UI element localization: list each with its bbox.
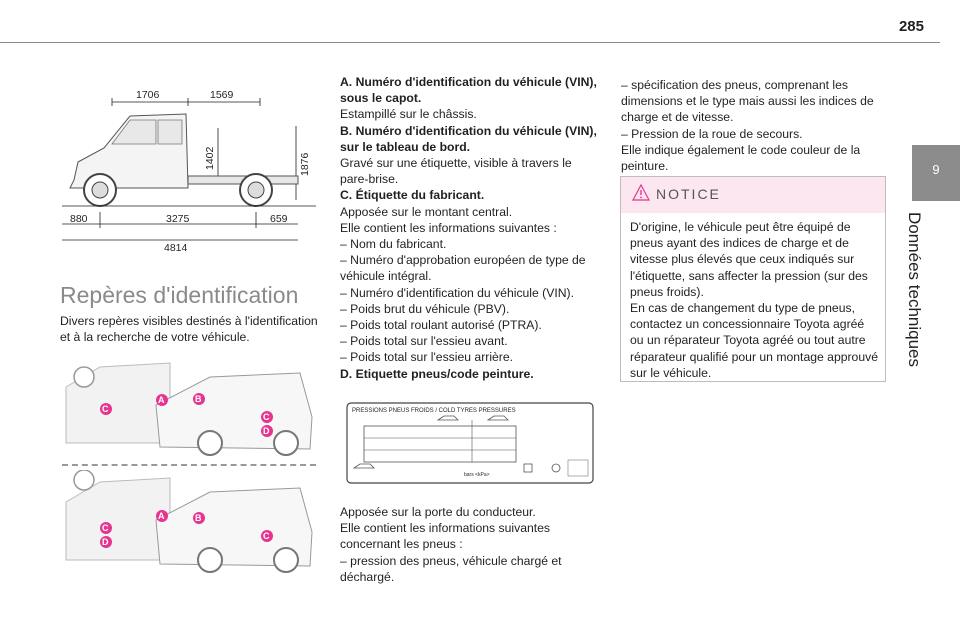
dim-1876: 1876 (299, 152, 311, 176)
list-item: – Poids total roulant autorisé (PTRA). (340, 318, 542, 333)
item-c-text2: Elle contient les informations suivantes… (340, 220, 557, 235)
warning-icon (632, 184, 650, 201)
list-item: – pression des pneus, véhicule chargé et… (340, 553, 562, 584)
marker-b: B (195, 513, 202, 523)
notice-body: D'origine, le véhicule peut être équipé … (630, 219, 880, 381)
dim-1706: 1706 (136, 89, 160, 101)
paint-code-text: Elle indique également le code couleur d… (621, 142, 861, 174)
dim-1569: 1569 (210, 89, 234, 101)
label-text1: Apposée sur la porte du conducteur. (340, 505, 536, 519)
list-item: – spécification des pneus, comprenant le… (621, 78, 874, 125)
marker-c: C (102, 404, 109, 414)
item-a-title: A. Numéro d'identification du véhicule (… (340, 75, 597, 106)
list-item: – Pression de la roue de secours. (621, 126, 803, 141)
list-item: – Numéro d'approbation européen de type … (340, 253, 586, 284)
marker-c-right: C (263, 531, 270, 541)
list-item: – Nom du fabricant. (340, 237, 447, 252)
steering-wheel-icon (73, 470, 95, 491)
marker-c: C (102, 523, 109, 533)
loaded-car-icon (486, 415, 509, 421)
marker-d: D (102, 537, 109, 547)
chapter-tab[interactable] (912, 145, 960, 201)
tyre-icon (551, 463, 561, 473)
identification-list: A. Numéro d'identification du véhicule (… (340, 74, 602, 382)
notice-paragraph: D'origine, le véhicule peut être équipé … (630, 220, 868, 299)
label-title: PRESSIONS PNEUS FROIDS / COLD TYRES PRES… (352, 408, 516, 414)
item-d-title: D. Etiquette pneus/code peinture. (340, 366, 534, 381)
paint-code-box (567, 459, 589, 477)
notice-header (621, 177, 885, 213)
item-a-text: Estampillé sur le châssis. (340, 107, 477, 122)
marker-a: A (158, 395, 165, 405)
page-number: 285 (898, 18, 924, 35)
notice-box (620, 176, 886, 382)
label-info-continued: – spécification des pneus, comprenant le… (621, 77, 886, 174)
section-title: Repères d'identification (60, 282, 299, 308)
list-item: – Poids total sur l'essieu arrière. (340, 350, 514, 365)
notice-title: NOTICE (656, 186, 721, 202)
illustration-divider (62, 464, 316, 466)
marker-d: D (263, 426, 270, 436)
list-item: – Numéro d'identification du véhicule (V… (340, 285, 575, 300)
section-intro: Divers repères visibles destinés à l'ide… (60, 314, 318, 345)
marker-b: B (195, 394, 202, 404)
label-description: Apposée sur la porte du conducteur. Elle… (340, 504, 602, 585)
steering-wheel-icon (73, 366, 95, 388)
van-illustration-bottom: A B C D C (65, 470, 313, 573)
tyre-pressure-label: PRESSIONS PNEUS FROIDS / COLD TYRES PRES… (346, 402, 594, 484)
car-icon (436, 415, 459, 421)
van-illustration-top: A B C C D (65, 362, 313, 456)
label-text2: Elle contient les informations suivantes… (340, 521, 551, 552)
dim-4814: 4814 (164, 242, 188, 254)
book-icon (523, 463, 533, 473)
dim-880: 880 (70, 213, 88, 225)
dim-659: 659 (270, 213, 288, 225)
notice-paragraph: En cas de changement du type de pneus, c… (630, 301, 878, 380)
item-c-title: C. Étiquette du fabricant. (340, 188, 485, 203)
marker-c-right: C (263, 412, 270, 422)
chapter-number: 9 (932, 162, 940, 177)
item-b-text: Gravé sur une étiquette, visible à trave… (340, 156, 572, 187)
dim-1402: 1402 (204, 146, 216, 170)
chapter-title: Données techniques (905, 212, 924, 368)
marker-a: A (158, 511, 165, 521)
dim-3275: 3275 (166, 213, 190, 225)
list-item: – Poids total sur l'essieu avant. (340, 334, 508, 349)
car-icon (352, 463, 375, 469)
vehicle-dimension-drawing: 1706 1569 1402 1876 880 3275 659 4814 (62, 89, 316, 254)
header-rule (0, 42, 940, 43)
item-c-text1: Apposée sur le montant central. (340, 204, 513, 219)
item-b-title: B. Numéro d'identification du véhicule (… (340, 123, 597, 154)
label-units: bars <kPa> (464, 472, 490, 478)
list-item: – Poids brut du véhicule (PBV). (340, 301, 510, 316)
